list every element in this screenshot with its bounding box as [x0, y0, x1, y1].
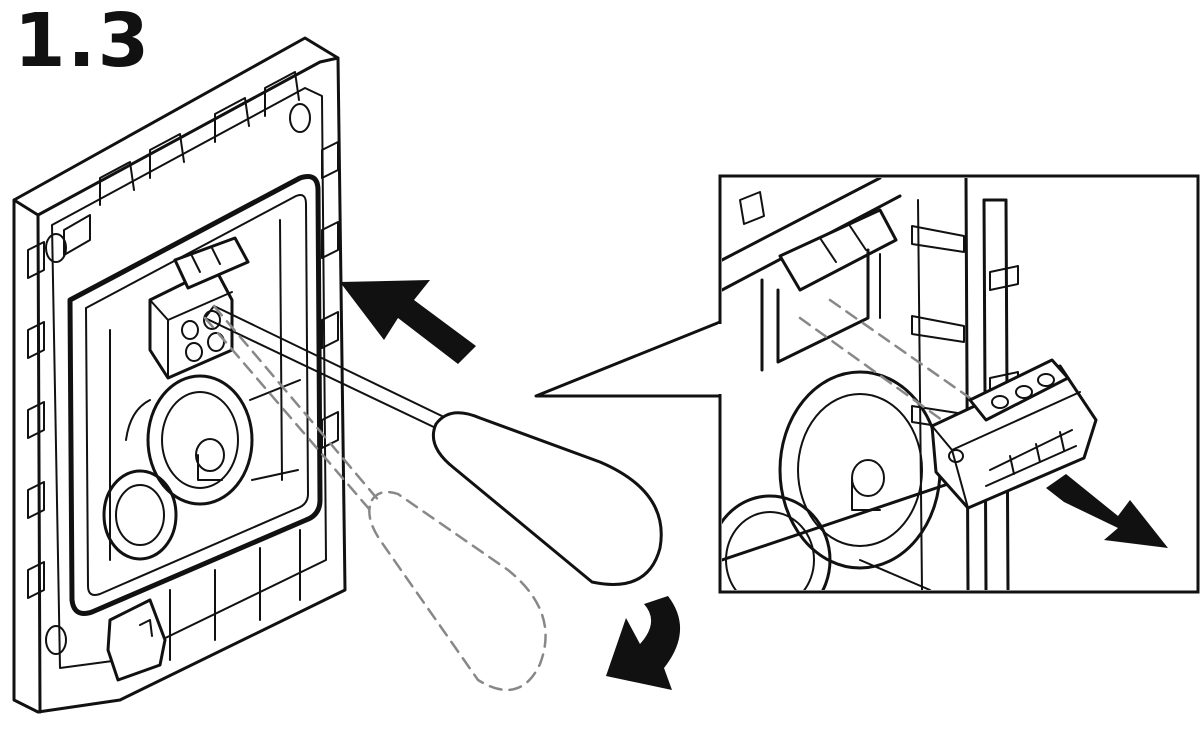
detail-callout — [534, 174, 1200, 594]
step-number: 1.3 — [14, 0, 152, 84]
screwdriver — [204, 305, 663, 586]
terminal-block — [148, 236, 250, 380]
rotate-arrow — [606, 596, 681, 690]
inner-frame — [67, 174, 323, 616]
mounting-plate — [12, 36, 347, 714]
detached-terminal — [930, 358, 1098, 510]
screwdriver-ghost-position — [203, 304, 547, 692]
push-arrow — [340, 280, 476, 364]
cable-entry-rings — [102, 374, 301, 561]
pull-out-arrow — [1046, 474, 1168, 548]
